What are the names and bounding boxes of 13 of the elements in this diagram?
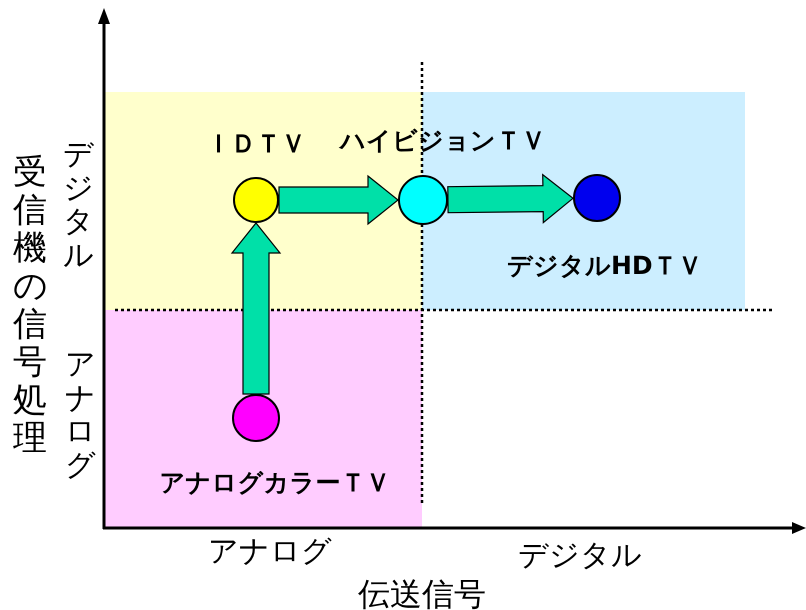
node-label: デジタルHDＴＶ xyxy=(507,252,703,278)
node-label: ＩＤＴＶ xyxy=(206,130,306,156)
block-arrow xyxy=(447,173,574,224)
block-arrow xyxy=(230,222,282,395)
axis-label: デジタル xyxy=(63,138,93,272)
node-label: ハイビジョンＴＶ xyxy=(340,128,546,152)
axis-label: デジタル xyxy=(518,541,642,571)
axis-label: 伝送信号 xyxy=(358,578,486,610)
block-arrow xyxy=(278,174,399,226)
axis-label: アナログ xyxy=(208,537,332,567)
node-label: アナログカラーＴＶ xyxy=(160,470,390,494)
axis-label: アナログ xyxy=(65,348,95,482)
axis-label: 受信機の信号処理 xyxy=(13,152,47,458)
